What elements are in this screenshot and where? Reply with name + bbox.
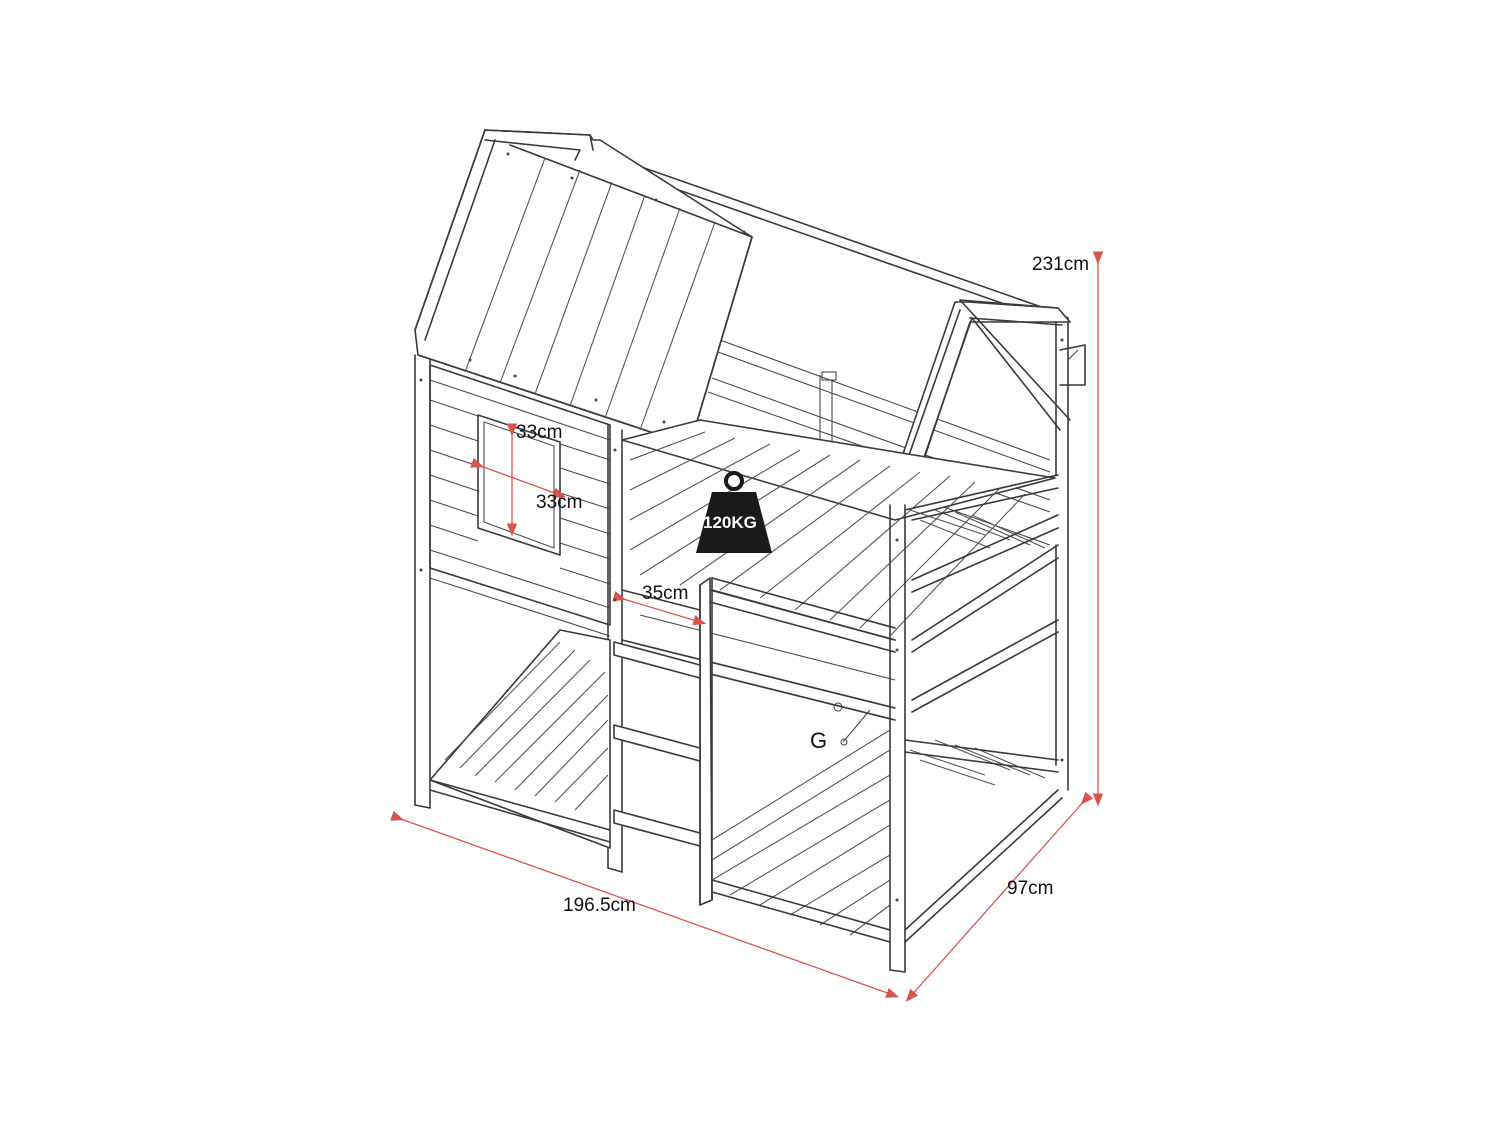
screw-holes bbox=[419, 152, 1064, 902]
roof-panel bbox=[414, 129, 753, 446]
window-width-label: 33cm bbox=[516, 422, 563, 443]
height-label: 231cm bbox=[1032, 254, 1090, 275]
lower-deck bbox=[429, 629, 1063, 943]
weight-icon bbox=[696, 471, 772, 553]
marker-letter: G bbox=[810, 728, 828, 753]
front-right-post bbox=[889, 504, 906, 973]
window-width-line bbox=[470, 457, 567, 498]
width-dimension-line bbox=[905, 791, 1094, 1002]
ladder-gap-label: 35cm bbox=[642, 583, 689, 604]
length-dimension-line bbox=[390, 810, 900, 998]
length-label: 196.5cm bbox=[563, 895, 636, 916]
weight-limit-label: 120KG bbox=[703, 513, 757, 532]
window-height-label: 33cm bbox=[536, 492, 583, 513]
ladder-gap-line bbox=[612, 591, 707, 626]
width-label: 97cm bbox=[1007, 878, 1054, 899]
ladder bbox=[613, 577, 896, 906]
dimension-lines bbox=[390, 251, 1104, 1002]
